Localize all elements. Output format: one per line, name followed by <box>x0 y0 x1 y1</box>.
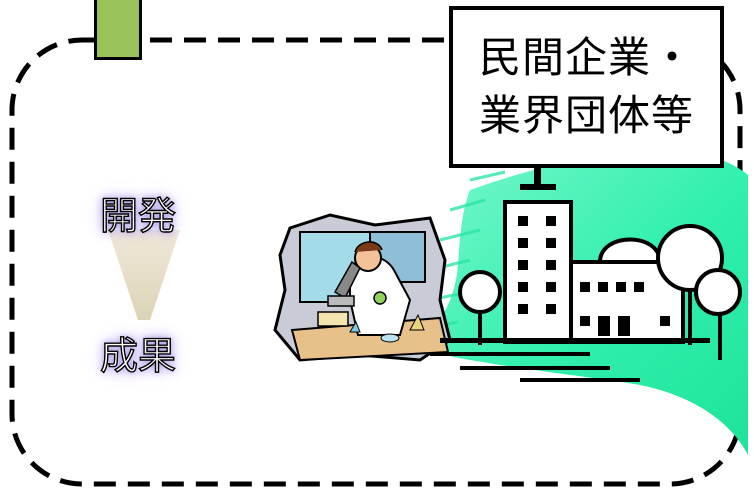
organization-sign: 民間企業・ 業界団体等 <box>449 6 724 168</box>
sign-post <box>534 166 541 188</box>
building-icon <box>430 200 710 382</box>
development-label: 開発 <box>99 193 177 238</box>
green-tab <box>94 0 142 60</box>
sign-line-2: 業界団体等 <box>478 91 694 140</box>
scientist-clipart <box>273 213 452 362</box>
flow-cone <box>108 230 180 320</box>
tree-icon <box>458 224 742 360</box>
result-label: 成果 <box>99 333 177 378</box>
sign-post-cap <box>520 184 556 190</box>
sign-line-1: 民間企業・ <box>478 33 694 82</box>
dashed-frame <box>9 37 743 487</box>
